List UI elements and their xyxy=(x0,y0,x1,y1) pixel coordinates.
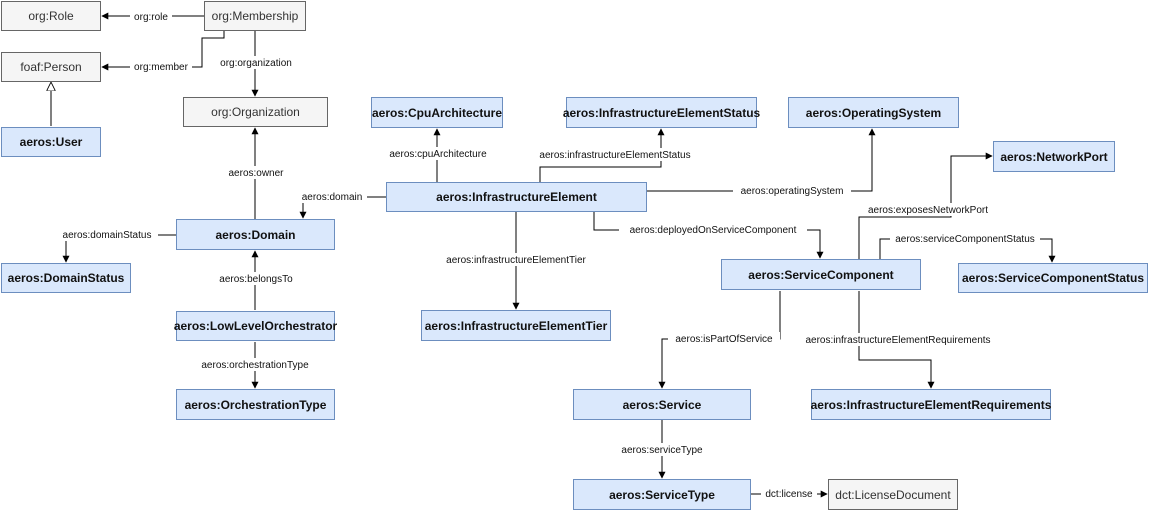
edge-label-org-role: org:role xyxy=(134,12,168,23)
node-aeros-domain-status[interactable]: aeros:DomainStatus xyxy=(1,263,131,293)
edge-label-aeros-service-component-status: aeros:serviceComponentStatus xyxy=(895,234,1035,245)
edge-aeros-cpu-architecture: aeros:cpuArchitecture xyxy=(382,128,494,182)
edge-aeros-domain-status: aeros:domainStatus xyxy=(56,228,176,263)
edge-label-org-organization: org:organization xyxy=(220,58,292,69)
node-aeros-low-level-orchestrator[interactable]: aeros:LowLevelOrchestrator xyxy=(174,311,337,341)
node-aeros-user[interactable]: aeros:User xyxy=(1,127,101,157)
edge-label-aeros-exposes-network-port: aeros:exposesNetworkPort xyxy=(868,205,988,216)
node-aeros-cpu-architecture[interactable]: aeros:CpuArchitecture xyxy=(371,97,503,128)
edge-label-aeros-is-part-of-service: aeros:isPartOfService xyxy=(675,334,773,345)
edge-label-aeros-domain: aeros:domain xyxy=(302,192,363,203)
node-aeros-service-type[interactable]: aeros:ServiceType xyxy=(573,479,751,510)
edge-label-aeros-infrastructure-element-requirements: aeros:infrastructureElementRequirements xyxy=(805,335,990,346)
edge-org-role: org:role xyxy=(101,9,204,23)
node-aeros-infrastructure-element[interactable]: aeros:InfrastructureElement xyxy=(386,182,647,212)
edge-aeros-orchestration-type: aeros:orchestrationType xyxy=(193,342,317,389)
edge-dct-license: dct:license xyxy=(751,487,828,500)
edge-label-aeros-orchestration-type: aeros:orchestrationType xyxy=(201,360,309,371)
edge-aeros-infrastructure-element-status: aeros:infrastructureElementStatus xyxy=(529,128,701,182)
node-aeros-orchestration-type[interactable]: aeros:OrchestrationType xyxy=(176,389,335,420)
edge-label-aeros-operating-system: aeros:operatingSystem xyxy=(741,186,844,197)
edge-aeros-domain: aeros:domain xyxy=(297,190,386,219)
edge-aeros-exposes-network-port: aeros:exposesNetworkPort xyxy=(858,152,997,259)
node-org-membership[interactable]: org:Membership xyxy=(204,1,306,31)
edge-aeros-infrastructure-element-requirements: aeros:infrastructureElementRequirements xyxy=(793,291,1003,389)
node-aeros-infrastructure-element-tier[interactable]: aeros:InfrastructureElementTier xyxy=(421,310,611,341)
edge-label-dct-license: dct:license xyxy=(765,489,813,500)
node-foaf-person[interactable]: foaf:Person xyxy=(1,52,101,82)
edge-label-aeros-infrastructure-element-tier: aeros:infrastructureElementTier xyxy=(446,255,586,266)
node-aeros-operating-system[interactable]: aeros:OperatingSystem xyxy=(788,97,959,128)
edge-aeros-owner: aeros:owner xyxy=(224,127,288,219)
node-aeros-network-port[interactable]: aeros:NetworkPort xyxy=(993,141,1115,172)
edge-aeros-operating-system: aeros:operatingSystem xyxy=(647,128,876,197)
edge-label-aeros-belongs-to: aeros:belongsTo xyxy=(219,274,293,285)
edge-label-aeros-cpu-architecture: aeros:cpuArchitecture xyxy=(389,149,487,160)
node-aeros-service-component-status[interactable]: aeros:ServiceComponentStatus xyxy=(958,263,1148,293)
node-aeros-infrastructure-element-status[interactable]: aeros:InfrastructureElementStatus xyxy=(563,97,760,128)
edge-aeros-belongs-to: aeros:belongsTo xyxy=(212,250,300,310)
edge-label-aeros-domain-status: aeros:domainStatus xyxy=(63,230,152,241)
edge-aeros-is-part-of-service: aeros:isPartOfService xyxy=(658,291,781,389)
node-org-organization[interactable]: org:Organization xyxy=(183,97,328,127)
node-aeros-domain[interactable]: aeros:Domain xyxy=(176,219,335,250)
edge-label-aeros-owner: aeros:owner xyxy=(228,168,284,179)
edge-label-aeros-deployed-on-service-component: aeros:deployedOnServiceComponent xyxy=(630,225,797,236)
edge-org-member: org:member xyxy=(101,30,225,73)
node-dct-license-document[interactable]: dct:LicenseDocument xyxy=(828,479,958,510)
edge-label-org-member: org:member xyxy=(134,62,189,73)
node-aeros-service-component[interactable]: aeros:ServiceComponent xyxy=(721,259,921,290)
edge-label-aeros-service-type: aeros:serviceType xyxy=(621,445,703,456)
edge-aeros-service-component-status: aeros:serviceComponentStatus xyxy=(879,232,1056,263)
edge-label-aeros-infrastructure-element-status: aeros:infrastructureElementStatus xyxy=(539,150,690,161)
node-aeros-infrastructure-element-requirements[interactable]: aeros:InfrastructureElementRequirements xyxy=(811,389,1051,420)
edge-aeros-service-type: aeros:serviceType xyxy=(614,420,710,479)
node-org-role[interactable]: org:Role xyxy=(1,1,101,31)
node-aeros-service[interactable]: aeros:Service xyxy=(573,389,751,420)
edge-aeros-deployed-on-service-component: aeros:deployedOnServiceComponent xyxy=(593,212,824,259)
edge-aeros-infrastructure-element-tier: aeros:infrastructureElementTier xyxy=(434,212,598,310)
edge-org-organization: org:organization xyxy=(214,30,298,97)
